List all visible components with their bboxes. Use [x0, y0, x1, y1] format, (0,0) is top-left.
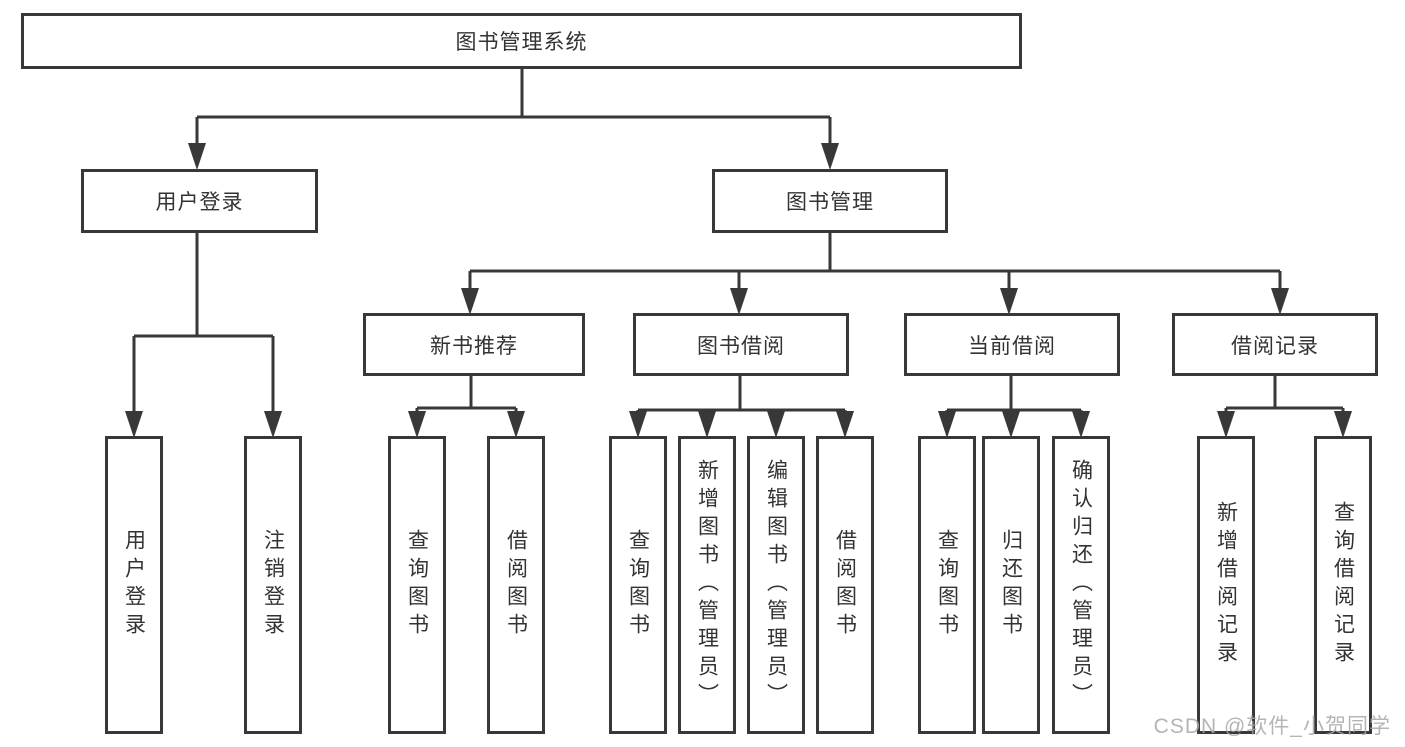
node-label: 确认归还（管理员）: [1069, 459, 1093, 711]
node-label: 新增借阅记录: [1214, 501, 1238, 669]
leaf-logout: 注销登录: [244, 436, 302, 734]
connector-borrow-records-to-leaves: [1217, 376, 1352, 438]
node-book-management: 图书管理: [712, 169, 948, 233]
arrowhead-down-icon: [629, 411, 854, 438]
leaf-records-query-record: 查询借阅记录: [1314, 436, 1372, 734]
leaf-user-login: 用户登录: [105, 436, 163, 734]
node-label: 归还图书: [999, 529, 1023, 641]
connector-book-borrow-to-leaves: [629, 376, 854, 438]
arrowhead-down-icon: [188, 143, 839, 170]
connector-line: [468, 232, 1282, 291]
node-label: 查询图书: [935, 529, 959, 641]
leaf-borrow-edit-book-admin: 编辑图书（管理员）: [747, 436, 805, 734]
node-borrow-records: 借阅记录: [1172, 313, 1378, 376]
node-label: 当前借阅: [968, 334, 1056, 358]
connector-line: [195, 69, 832, 146]
node-label: 编辑图书（管理员）: [764, 459, 788, 711]
connector-current-borrow-to-leaves: [938, 376, 1090, 438]
node-label: 用户登录: [155, 191, 244, 214]
node-label: 图书借阅: [697, 334, 785, 358]
node-label: 新书推荐: [430, 334, 518, 358]
connector-line: [945, 376, 1083, 414]
leaf-records-add-record: 新增借阅记录: [1197, 436, 1255, 734]
leaf-current-confirm-return-admin: 确认归还（管理员）: [1052, 436, 1110, 734]
node-book-borrow: 图书借阅: [633, 313, 849, 376]
leaf-borrow-borrow-book: 借阅图书: [816, 436, 874, 734]
node-new-book-recommend: 新书推荐: [363, 313, 585, 376]
arrowhead-down-icon: [1217, 411, 1352, 438]
connector-new-book-recommend-to-leaves: [408, 376, 525, 438]
leaf-recommend-query-book: 查询图书: [388, 436, 446, 734]
node-root: 图书管理系统: [21, 13, 1022, 69]
csdn-watermark: CSDN @软件_小贺同学: [1153, 715, 1391, 738]
node-label: 新增图书（管理员）: [695, 459, 719, 711]
node-label: 借阅记录: [1231, 334, 1319, 358]
leaf-borrow-add-book-admin: 新增图书（管理员）: [678, 436, 736, 734]
connector-line: [636, 376, 847, 414]
node-label: 用户登录: [122, 529, 146, 641]
arrowhead-down-icon: [408, 411, 525, 438]
leaf-current-query-book: 查询图书: [918, 436, 976, 734]
node-label: 图书管理: [786, 191, 874, 214]
connector-user-login-to-leaves: [125, 232, 282, 438]
node-label: 注销登录: [261, 529, 285, 641]
node-label: 图书管理系统: [455, 31, 588, 54]
connector-line: [415, 376, 518, 414]
connector-book-management-to-level3: [461, 232, 1289, 315]
node-label: 查询图书: [626, 529, 650, 641]
node-current-borrow: 当前借阅: [904, 313, 1120, 376]
connector-root-to-level2: [188, 69, 839, 170]
node-user-login: 用户登录: [81, 169, 318, 233]
connector-line: [132, 232, 275, 414]
arrowhead-down-icon: [125, 411, 282, 438]
connector-line: [1224, 376, 1345, 414]
leaf-borrow-query-book: 查询图书: [609, 436, 667, 734]
arrowhead-down-icon: [461, 288, 1289, 315]
node-label: 查询借阅记录: [1331, 501, 1355, 669]
node-label: 借阅图书: [504, 529, 528, 641]
arrowhead-down-icon: [938, 411, 1090, 438]
node-label: 借阅图书: [833, 529, 857, 641]
node-label: 查询图书: [405, 529, 429, 641]
leaf-current-return-book: 归还图书: [982, 436, 1040, 734]
leaf-recommend-borrow-book: 借阅图书: [487, 436, 545, 734]
